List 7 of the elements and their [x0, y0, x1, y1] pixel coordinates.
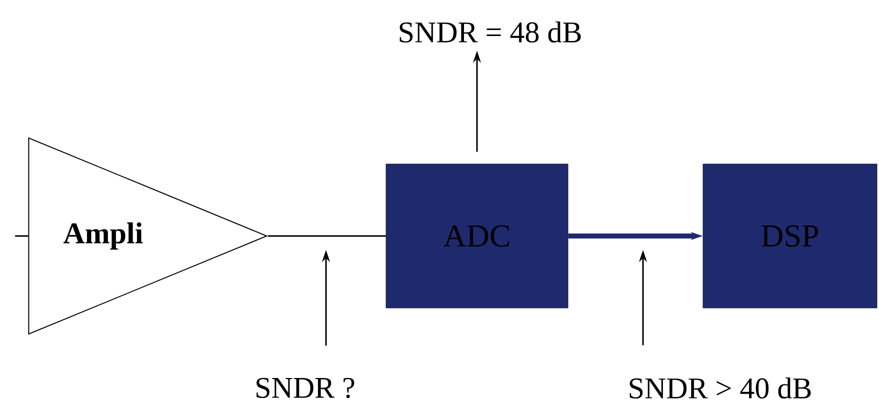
annotation-text: SNDR ? — [256, 378, 354, 398]
block-box: DSP — [702, 164, 878, 308]
block-box: ADC — [386, 164, 568, 308]
annotation-text: SNDR = 48 dB — [400, 21, 581, 43]
wire — [268, 235, 386, 237]
wire — [15, 235, 28, 237]
annotation-text: SNDR > 40 dB — [630, 377, 811, 399]
